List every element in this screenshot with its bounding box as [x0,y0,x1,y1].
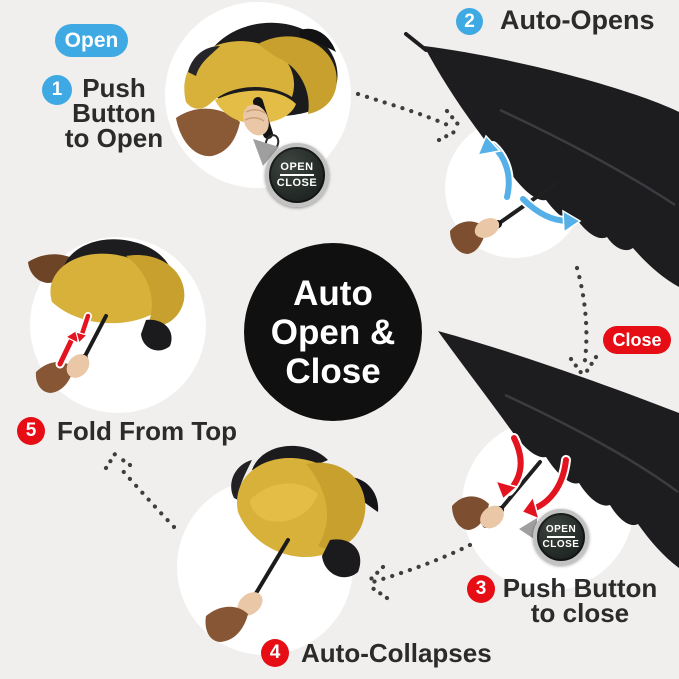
dotted-arrowhead-4-5 [103,451,133,471]
center-title-circle: Auto Open & Close [244,243,422,421]
dotted-arrow-step1-to-step2 [355,91,455,130]
step-2-badge: 2 [456,8,483,35]
step-2-label: Auto-Opens [500,5,655,35]
open-close-button-badge-step1: OPEN CLOSE [265,143,329,207]
badge-tail-step1 [253,139,279,166]
blue-open-arrows [476,134,582,234]
dotted-arrow-step2-to-step3 [574,265,589,370]
step-3-badge: 3 [467,575,495,603]
folded-umbrella-photo [176,22,338,166]
dotted-arrowhead-1-2 [436,108,464,143]
open-close-badge-bottom: CLOSE [276,177,318,189]
hand-step5-bottom [66,354,90,378]
open-close-badge-top: OPEN [545,524,577,535]
open-close-badge-divider [280,174,314,176]
umbrella-canopy-step3 [438,331,679,568]
hand-step4 [237,592,263,616]
center-title-line-3: Close [285,351,381,391]
center-title-line-2: Open & [270,312,396,352]
dotted-arrowhead-2-3 [568,354,599,377]
step-1-badge: 1 [42,75,72,105]
step-1-line-1: Push [82,73,146,103]
folding-umbrella-photo [28,239,185,393]
dotted-arrow-step3-to-step4 [370,542,473,585]
red-close-arrows [494,433,571,521]
umbrella-canopy-step2 [424,46,679,287]
open-close-badge-top: OPEN [280,161,314,173]
open-close-button-badge-step3: OPEN CLOSE [533,509,589,565]
step-3-label: Push Button to close [498,573,662,628]
close-pill: Close [603,326,671,354]
hand-step3 [480,505,504,529]
step-4-badge: 4 [261,639,289,667]
step-1-label: Push Button to Open [58,73,170,153]
step-4-label: Auto-Collapses [301,638,492,668]
open-umbrella-photo [404,32,679,287]
red-fold-arrows [55,312,92,369]
open-close-badge-divider [546,536,576,538]
step-5-label: Fold From Top [57,416,238,446]
open-close-badge-bottom: CLOSE [542,539,580,550]
step-5-badge: 5 [17,417,45,445]
dotted-arrow-step4-to-step5 [119,467,177,530]
open-pill: Open [55,24,128,57]
step-3-line-1: Push Button [502,573,658,603]
step-3-line-2: to close [530,598,630,628]
closing-umbrella-photo [438,331,679,568]
dotted-arrowhead-3-4 [364,564,390,601]
collapsed-umbrella-photo [205,445,379,642]
step-1-line-3: to Open [64,123,164,153]
step-1-line-2: Button [72,98,156,128]
badge-tail-step3 [519,518,537,541]
center-title-line-1: Auto [293,273,373,313]
hand-step2 [474,217,500,239]
